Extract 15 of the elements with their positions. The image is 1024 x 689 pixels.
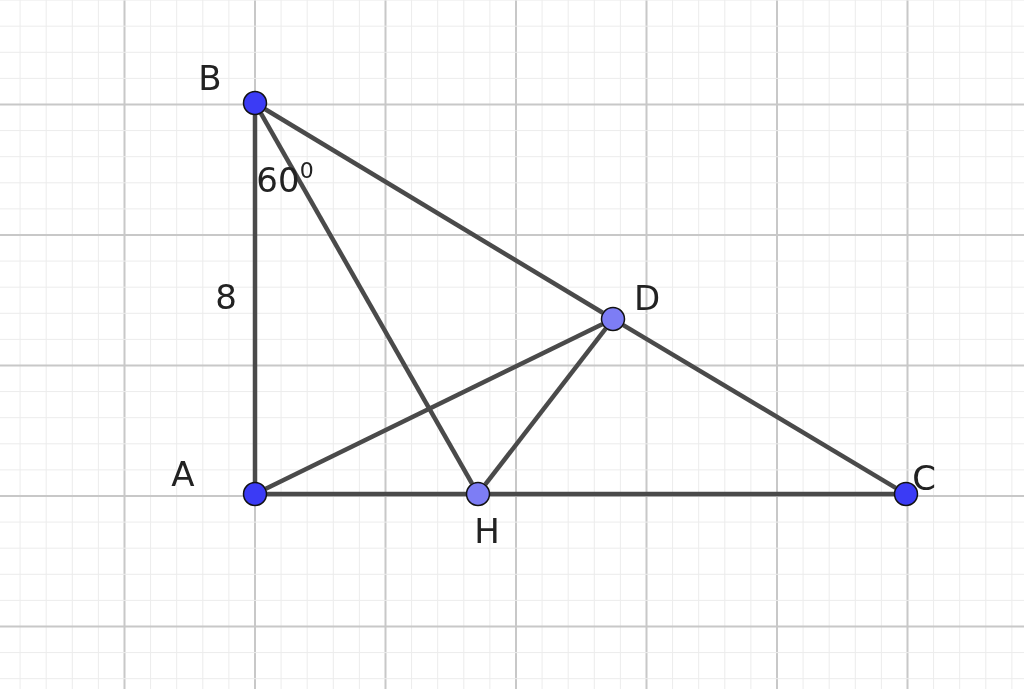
point-label: C (912, 461, 936, 495)
line-segment (264, 322, 604, 491)
line-segment (264, 107, 604, 315)
line-segment (490, 491, 894, 497)
point-label: A (171, 457, 195, 491)
line-segment (622, 323, 897, 490)
point-label: D (633, 281, 661, 315)
line-segment (252, 115, 258, 482)
line-segment (483, 327, 608, 486)
length-label: 8 (215, 280, 237, 314)
angle-label: 60$^{0}$ (256, 159, 314, 197)
line-segment (267, 491, 466, 497)
line-segment (259, 112, 474, 485)
point-label: H (474, 514, 500, 548)
point-label: B (198, 61, 222, 95)
